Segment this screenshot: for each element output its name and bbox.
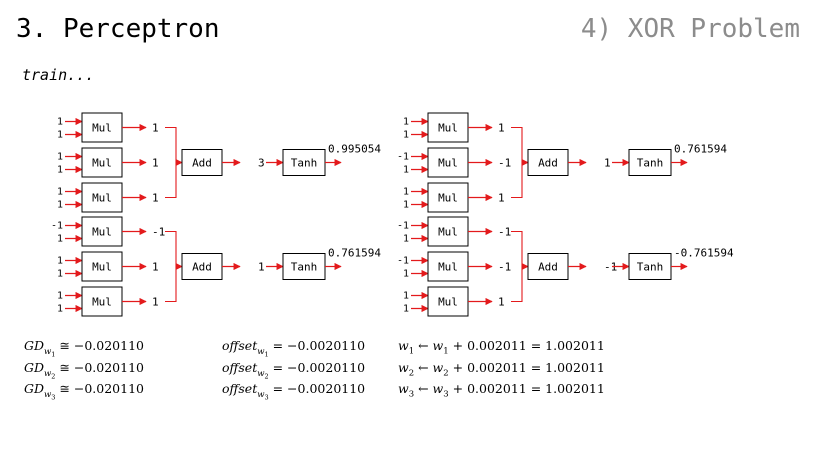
- mul-node-label: Mul: [92, 122, 112, 135]
- mul-input-value: -1: [397, 256, 409, 267]
- mul-output-value: 1: [152, 192, 159, 205]
- mul-node-label: Mul: [438, 261, 458, 274]
- mul-node-label: Mul: [438, 122, 458, 135]
- add-node: [181, 149, 223, 176]
- mul-node-label: Mul: [438, 192, 458, 205]
- mul-input-value: 1: [403, 291, 409, 302]
- mul-node-label: Mul: [438, 226, 458, 239]
- mul-node-label: Mul: [92, 261, 112, 274]
- mul-input-value: 1: [57, 200, 63, 211]
- weight-update-equation: w1 ← w1 + 0.002011 = 1.002011: [398, 338, 605, 357]
- mul-input-value: 1: [403, 130, 409, 141]
- weight-update-equation: w3 ← w3 + 0.002011 = 1.002011: [398, 381, 605, 400]
- mul-input-value: 1: [403, 304, 409, 315]
- sum-value: 1: [604, 157, 611, 170]
- mul-output-value: 1: [152, 261, 159, 274]
- mul-output-value: -1: [498, 261, 511, 274]
- offset-equation: offsetw3 = −0.0020110: [222, 381, 366, 402]
- tanh-node: [628, 149, 672, 176]
- mul-node: [81, 216, 123, 247]
- mul-input-value: 1: [403, 200, 409, 211]
- mul-output-value: -1: [498, 157, 511, 170]
- mul-input-value: 1: [57, 291, 63, 302]
- mul-output-value: -1: [498, 226, 511, 239]
- gradient-equation: GDw2 ≅ −0.020110: [24, 360, 144, 381]
- add-node-label: Add: [538, 157, 558, 170]
- mul-input-value: 1: [57, 256, 63, 267]
- mul-node: [81, 147, 123, 178]
- mul-node-label: Mul: [438, 296, 458, 309]
- mul-node-label: Mul: [92, 157, 112, 170]
- mul-node: [427, 251, 469, 282]
- tanh-node-label: Tanh: [637, 157, 664, 170]
- mul-input-value: 1: [57, 152, 63, 163]
- mul-node: [427, 216, 469, 247]
- tanh-node-label: Tanh: [637, 261, 664, 274]
- mul-input-value: 1: [403, 117, 409, 128]
- add-node: [527, 149, 569, 176]
- mul-output-value: 1: [152, 157, 159, 170]
- mul-node: [427, 286, 469, 317]
- mul-node: [81, 182, 123, 213]
- mul-output-value: 1: [152, 122, 159, 135]
- tanh-node-label: Tanh: [291, 157, 318, 170]
- mul-input-value: 1: [57, 269, 63, 280]
- mul-input-value: 1: [57, 165, 63, 176]
- mul-output-value: 1: [152, 296, 159, 309]
- sum-value: -1: [604, 261, 617, 274]
- add-node-label: Add: [538, 261, 558, 274]
- sum-bracket: [511, 230, 523, 303]
- mul-node: [81, 251, 123, 282]
- mul-input-value: -1: [397, 152, 409, 163]
- offset-equation: offsetw2 = −0.0020110: [222, 360, 366, 381]
- sum-value: 3: [258, 157, 265, 170]
- mul-input-value: 1: [57, 117, 63, 128]
- mul-node-label: Mul: [92, 192, 112, 205]
- mul-input-value: -1: [397, 221, 409, 232]
- mul-output-value: 1: [498, 296, 505, 309]
- mul-output-value: 1: [498, 192, 505, 205]
- mul-node-label: Mul: [92, 226, 112, 239]
- gradient-equation: GDw3 ≅ −0.020110: [24, 381, 144, 402]
- tanh-node-label: Tanh: [291, 261, 318, 274]
- tanh-output-value: 0.995054: [328, 143, 381, 156]
- tanh-node: [282, 149, 326, 176]
- sum-value: 1: [258, 261, 265, 274]
- page-title: 3. Perceptron: [16, 14, 220, 44]
- mul-input-value: 1: [57, 234, 63, 245]
- mul-input-value: 1: [403, 187, 409, 198]
- mul-input-value: 1: [57, 187, 63, 198]
- mul-input-value: 1: [403, 234, 409, 245]
- weight-update-equation: w2 ← w2 + 0.002011 = 1.002011: [398, 360, 605, 379]
- tanh-output-value: -0.761594: [674, 247, 734, 260]
- tanh-node: [282, 253, 326, 280]
- tanh-output-value: 0.761594: [328, 247, 381, 260]
- mul-input-value: 1: [57, 304, 63, 315]
- mul-node: [427, 112, 469, 143]
- add-node-label: Add: [192, 157, 212, 170]
- sum-bracket: [165, 126, 177, 199]
- sum-bracket: [165, 230, 177, 303]
- sum-bracket: [511, 126, 523, 199]
- mul-input-value: -1: [51, 221, 63, 232]
- mul-output-value: 1: [498, 122, 505, 135]
- subtitle: train...: [22, 66, 95, 84]
- tanh-output-value: 0.761594: [674, 143, 727, 156]
- gradient-equation: GDw1 ≅ −0.020110: [24, 338, 144, 359]
- add-node-label: Add: [192, 261, 212, 274]
- mul-node-label: Mul: [438, 157, 458, 170]
- mul-input-value: 1: [57, 130, 63, 141]
- mul-input-value: 1: [403, 165, 409, 176]
- section-title: 4) XOR Problem: [580, 14, 800, 44]
- offset-equation: offsetw1 = −0.0020110: [222, 338, 366, 359]
- mul-output-value: -1: [152, 226, 165, 239]
- mul-input-value: 1: [403, 269, 409, 280]
- mul-node-label: Mul: [92, 296, 112, 309]
